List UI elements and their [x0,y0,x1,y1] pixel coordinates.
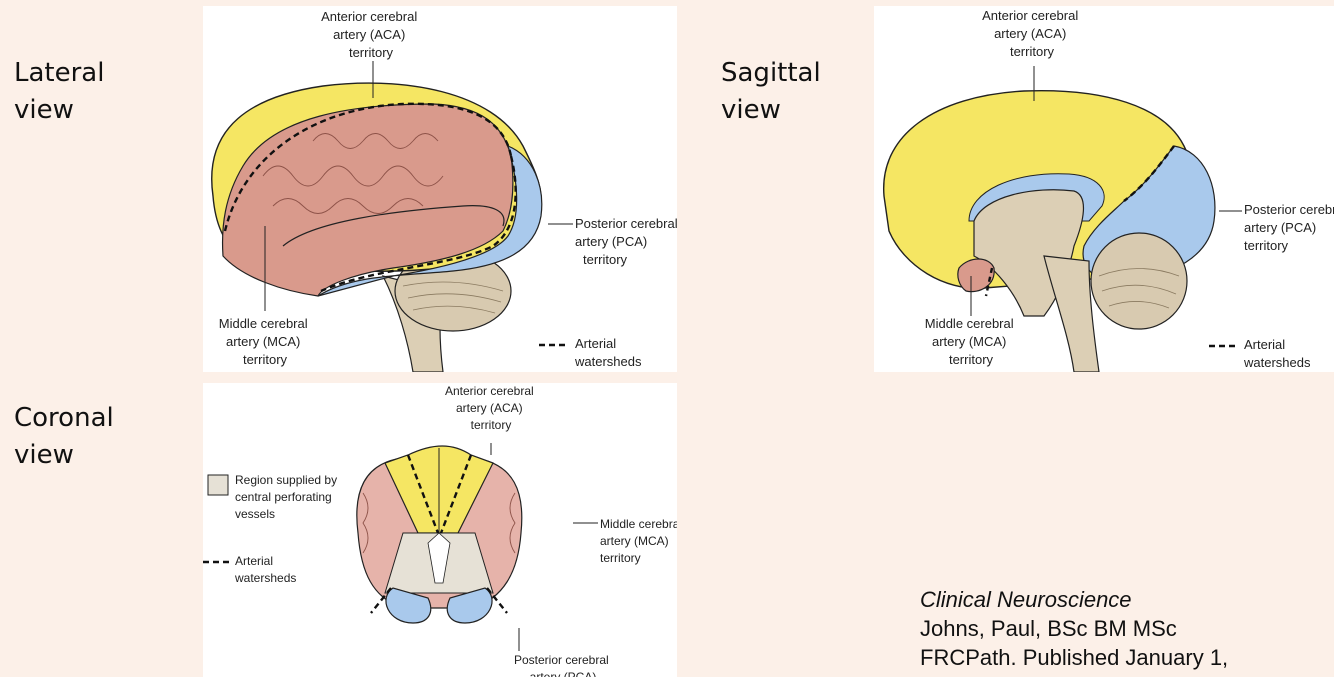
coronal-view-label: Coronal view [14,403,114,470]
pca-label: Posterior cerebral artery (PCA) territor… [575,216,677,267]
pca-territory [317,144,543,297]
mca-label: Middle cerebral artery (MCA) territory [219,316,312,367]
watershed-line [486,587,508,614]
lateral-view-label: Lateral view [14,58,105,125]
pca-label: Posterior cerebral artery (PCA) [514,653,612,677]
citation-book-title: Clinical Neuroscience [920,587,1132,612]
brainstem [1043,255,1100,372]
watershed-line [984,267,994,297]
watershed-line [320,155,517,293]
sagittal-view-diagram: Anterior cerebral artery (ACA) territory… [874,6,1334,372]
watershed-line [370,587,392,614]
sagittal-view-label: Sagittal view [721,58,821,125]
watershed-label: Arterial watersheds [1243,337,1311,370]
watershed-line [406,454,440,534]
cerebellum [1090,232,1188,330]
pca-territory [385,587,432,624]
citation-line-2: FRCPath. Published January 1, [920,645,1229,670]
aca-label: Anterior cerebral artery (ACA) territory [445,384,537,432]
central-label: Region supplied by central perforating v… [235,473,340,521]
watershed-label: Arterial watersheds [234,554,296,585]
lateral-view-diagram: Anterior cerebral artery (ACA) territory… [203,6,677,372]
watershed-line [439,454,473,534]
watershed-line [223,102,513,232]
citation-line-1: Johns, Paul, BSc BM MSc [920,616,1177,641]
mca-label: Middle cerebral artery (MCA) territory [925,316,1018,367]
watershed-label: Arterial watersheds [574,336,642,369]
mca-label: Middle cerebral artery (MCA) territory [600,517,677,565]
citation: Clinical Neuroscience Johns, Paul, BSc B… [920,585,1228,672]
mca-territory [221,103,514,297]
coronal-view-diagram: Anterior cerebral artery (ACA) territory… [203,383,677,677]
mca-territory [957,258,995,293]
pca-territory [446,587,493,624]
pca-label: Posterior cerebr artery (PCA) territory [1244,202,1334,253]
aca-label: Anterior cerebral artery (ACA) territory [321,9,421,60]
central-legend-swatch [207,474,229,496]
aca-label: Anterior cerebral artery (ACA) territory [982,8,1082,59]
